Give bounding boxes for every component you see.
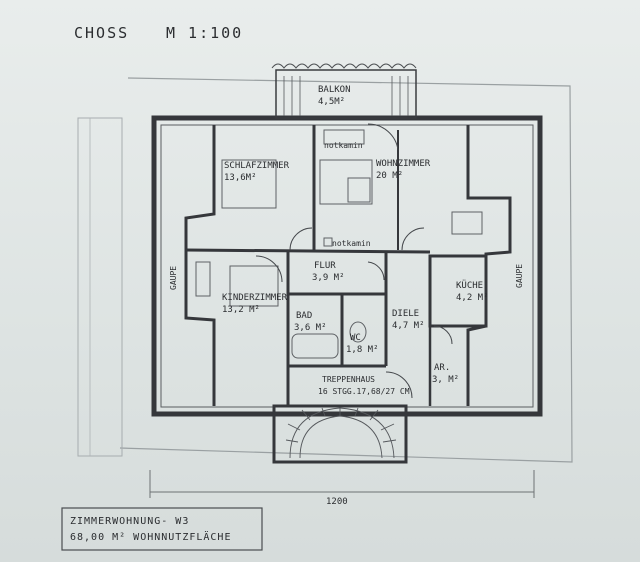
summary-line-1: ZIMMERWOHNUNG- W3 <box>70 516 189 527</box>
wall-upper-lower <box>185 248 431 254</box>
stair-steps <box>285 407 397 459</box>
room-treppenhaus-name: TREPPENHAUS <box>322 375 375 384</box>
room-schlafzimmer-area: 13,6M² <box>224 173 257 183</box>
room-wohnzimmer-area: 20 M² <box>376 171 403 181</box>
room-balkon-name: BALKON <box>318 85 351 95</box>
plan-scale: M 1:100 <box>166 24 243 42</box>
room-ar-area: 3, M² <box>432 375 459 385</box>
balcony-outline <box>275 69 417 119</box>
room-diele-area: 4,7 M² <box>392 321 425 331</box>
stairwell-walls <box>272 404 408 464</box>
gaupe-right-wall <box>466 125 512 406</box>
balcony-plants <box>271 63 417 69</box>
exterior-wall <box>151 115 543 417</box>
furniture <box>195 129 483 359</box>
room-bad-name: BAD <box>296 311 312 321</box>
gaupe-left-wall <box>184 125 216 406</box>
room-flur-name: FLUR <box>314 261 336 271</box>
label-gaupe-right: GAUPE <box>515 264 524 288</box>
label-notkamin-bottom: notkamin <box>332 239 371 248</box>
room-kinderzimmer-name: KINDERZIMMER <box>222 293 288 303</box>
room-balkon-area: 4,5M² <box>318 97 345 107</box>
room-bad-area: 3,6 M² <box>294 323 327 333</box>
room-diele-name: DIELE <box>392 309 419 319</box>
label-notkamin-top: notkamin <box>324 141 363 150</box>
dimension-line <box>149 470 535 498</box>
summary-line-2: 68,00 M² WOHNNUTZFLÄCHE <box>70 530 231 543</box>
balcony-railing <box>283 76 409 116</box>
door-swings <box>255 123 453 399</box>
room-schlafzimmer-name: SCHLAFZIMMER <box>224 161 290 171</box>
room-kinderzimmer-area: 13,2 M² <box>222 305 260 315</box>
wall-kueche <box>428 254 488 328</box>
room-wc-name: WC <box>350 333 361 343</box>
plan-title: CHOSS <box>74 24 129 42</box>
room-wc-area: 1,8 M² <box>346 345 379 355</box>
summary-box <box>61 507 263 551</box>
room-treppenhaus-detail: 16 STGG.17,68/27 CM <box>318 387 410 396</box>
room-ar-name: AR. <box>434 363 450 373</box>
room-kueche-area: 4,2 M² <box>456 293 489 303</box>
label-gaupe-left: GAUPE <box>169 266 178 290</box>
left-dormer-outline <box>77 117 123 457</box>
room-kueche-name: KÜCHE <box>456 280 483 291</box>
room-wohnzimmer-name: WOHNZIMMER <box>376 159 431 169</box>
room-flur-area: 3,9 M² <box>312 273 345 283</box>
outer-roof-outline <box>119 77 573 463</box>
dimension-width: 1200 <box>326 497 348 507</box>
